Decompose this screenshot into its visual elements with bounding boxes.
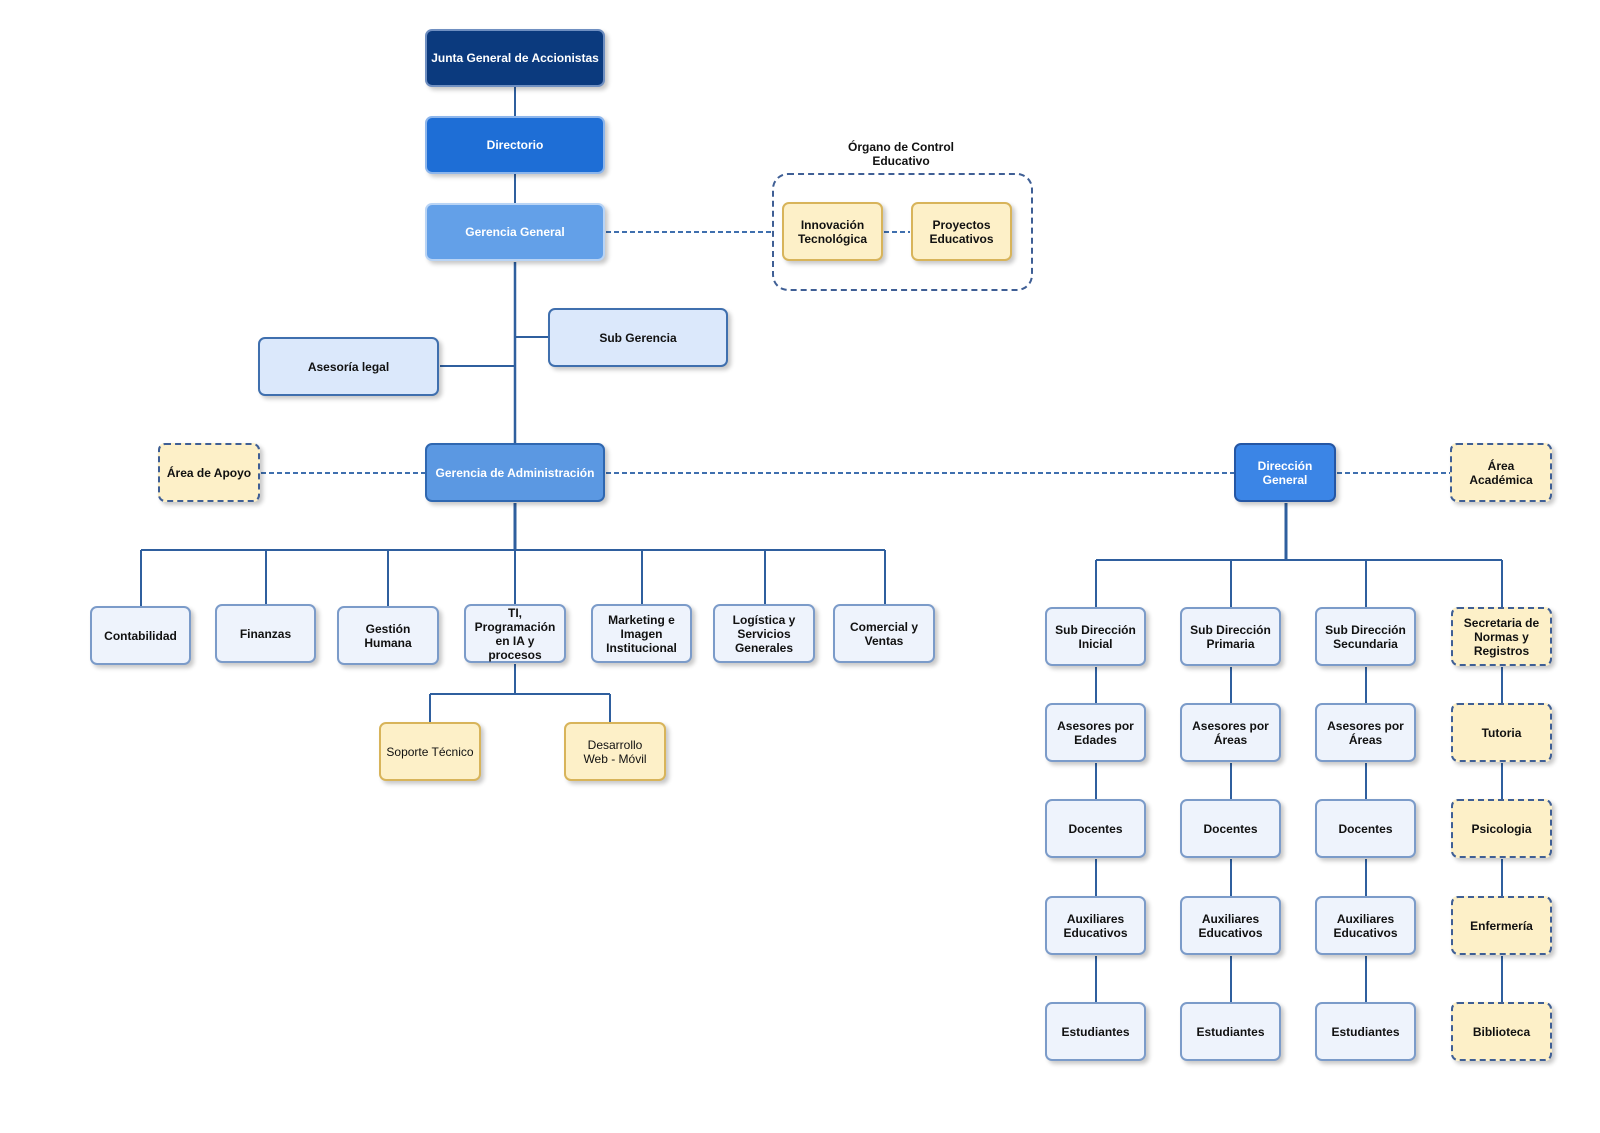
node-comercial-ventas[interactable]: Comercial y Ventas xyxy=(833,604,935,663)
node-logistica[interactable]: Logística y Servicios Generales xyxy=(713,604,815,663)
node-marketing[interactable]: Marketing e Imagen Institucional xyxy=(591,604,692,663)
node-area-academica[interactable]: Área Académica xyxy=(1450,443,1552,502)
node-docentes-inicial[interactable]: Docentes xyxy=(1045,799,1146,858)
node-auxiliares-inicial[interactable]: Auxiliares Educativos xyxy=(1045,896,1146,955)
node-auxiliares-secundaria[interactable]: Auxiliares Educativos xyxy=(1315,896,1416,955)
node-sub-direccion-primaria[interactable]: Sub Dirección Primaria xyxy=(1180,607,1281,666)
node-asesoria-legal[interactable]: Asesoría legal xyxy=(258,337,439,396)
node-secretaria-normas[interactable]: Secretaria de Normas y Registros xyxy=(1451,607,1552,666)
control-group-label: Órgano de Control Educativo xyxy=(848,140,954,168)
node-sub-direccion-inicial[interactable]: Sub Dirección Inicial xyxy=(1045,607,1146,666)
node-sub-direccion-secundaria[interactable]: Sub Dirección Secundaria xyxy=(1315,607,1416,666)
node-gerencia-administracion[interactable]: Gerencia de Administración xyxy=(425,443,605,502)
node-auxiliares-primaria[interactable]: Auxiliares Educativos xyxy=(1180,896,1281,955)
node-directorio[interactable]: Directorio xyxy=(425,116,605,174)
node-biblioteca[interactable]: Biblioteca xyxy=(1451,1002,1552,1061)
node-junta-general[interactable]: Junta General de Accionistas xyxy=(425,29,605,87)
node-proyectos-educativos[interactable]: Proyectos Educativos xyxy=(911,202,1012,261)
node-psicologia[interactable]: Psicologia xyxy=(1451,799,1552,858)
control-group-box xyxy=(772,173,1033,291)
node-docentes-secundaria[interactable]: Docentes xyxy=(1315,799,1416,858)
node-desarrollo-web-movil[interactable]: Desarrollo Web - Móvil xyxy=(564,722,666,781)
node-direccion-general[interactable]: Dirección General xyxy=(1234,443,1336,502)
node-asesores-areas-secundaria[interactable]: Asesores por Áreas xyxy=(1315,703,1416,762)
node-asesores-areas-primaria[interactable]: Asesores por Áreas xyxy=(1180,703,1281,762)
node-tutoria[interactable]: Tutoria xyxy=(1451,703,1552,762)
node-estudiantes-inicial[interactable]: Estudiantes xyxy=(1045,1002,1146,1061)
node-estudiantes-secundaria[interactable]: Estudiantes xyxy=(1315,1002,1416,1061)
node-ti-programacion[interactable]: TI, Programación en IA y procesos xyxy=(464,604,566,663)
node-soporte-tecnico[interactable]: Soporte Técnico xyxy=(379,722,481,781)
node-gestion-humana[interactable]: Gestión Humana xyxy=(337,606,439,665)
node-enfermeria[interactable]: Enfermería xyxy=(1451,896,1552,955)
node-finanzas[interactable]: Finanzas xyxy=(215,604,316,663)
node-asesores-edades[interactable]: Asesores por Edades xyxy=(1045,703,1146,762)
node-innovacion-tecnologica[interactable]: Innovación Tecnológica xyxy=(782,202,883,261)
node-gerencia-general[interactable]: Gerencia General xyxy=(425,203,605,261)
node-estudiantes-primaria[interactable]: Estudiantes xyxy=(1180,1002,1281,1061)
node-area-de-apoyo[interactable]: Área de Apoyo xyxy=(158,443,260,502)
node-contabilidad[interactable]: Contabilidad xyxy=(90,606,191,665)
node-sub-gerencia[interactable]: Sub Gerencia xyxy=(548,308,728,367)
node-docentes-primaria[interactable]: Docentes xyxy=(1180,799,1281,858)
